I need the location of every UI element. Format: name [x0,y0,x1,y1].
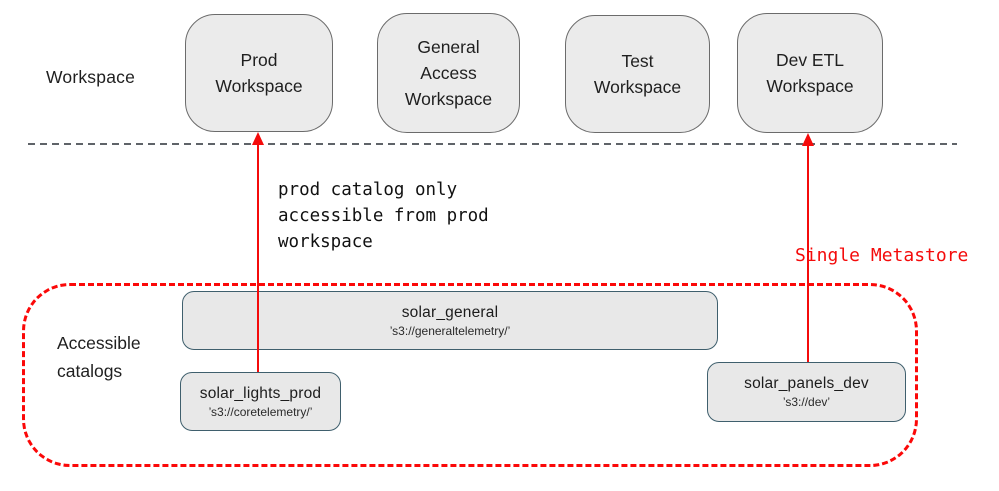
prod-catalog-arrowhead-up-icon [252,132,264,145]
solar-lights-prod-catalog-box: solar_lights_prod ’s3://coretelemetry/’ [180,372,341,431]
general-access-workspace-box: General Access Workspace [377,13,520,133]
single-metastore-label: Single Metastore [795,245,969,266]
prod-catalog-annotation: prod catalog only accessible from prod w… [278,180,489,252]
solar-general-catalog-location: ’s3://generaltelemetry/’ [389,323,511,338]
solar-panels-dev-catalog-location: ’s3://dev’ [782,395,831,409]
test-workspace-label: Test Workspace [593,51,682,97]
solar-general-catalog-name: solar_general [401,303,499,321]
accessible-catalogs-label: Accessible catalogs [57,333,141,381]
solar-lights-prod-catalog-name: solar_lights_prod [199,384,322,402]
dev-etl-workspace-box: Dev ETL Workspace [737,13,883,133]
solar-lights-prod-catalog-location: ’s3://coretelemetry/’ [208,404,313,419]
general-access-workspace-label: General Access Workspace [404,37,493,109]
solar-panels-dev-catalog-box: solar_panels_dev ’s3://dev’ [707,362,906,422]
workspace-metastore-divider [28,143,957,145]
solar-panels-dev-catalog-name: solar_panels_dev [744,375,869,392]
dev-etl-workspace-label: Dev ETL Workspace [766,50,854,96]
dev-catalog-arrow-line [807,141,809,362]
workspace-row-label: Workspace [46,67,136,87]
single-metastore-boundary [22,283,918,467]
test-workspace-box: Test Workspace [565,15,710,133]
prod-workspace-label: Prod Workspace [215,50,303,96]
solar-general-catalog-box: solar_general ’s3://generaltelemetry/’ [182,291,718,350]
prod-catalog-arrow-line [257,141,259,372]
dev-catalog-arrowhead-up-icon [802,133,814,146]
prod-workspace-box: Prod Workspace [185,14,333,132]
